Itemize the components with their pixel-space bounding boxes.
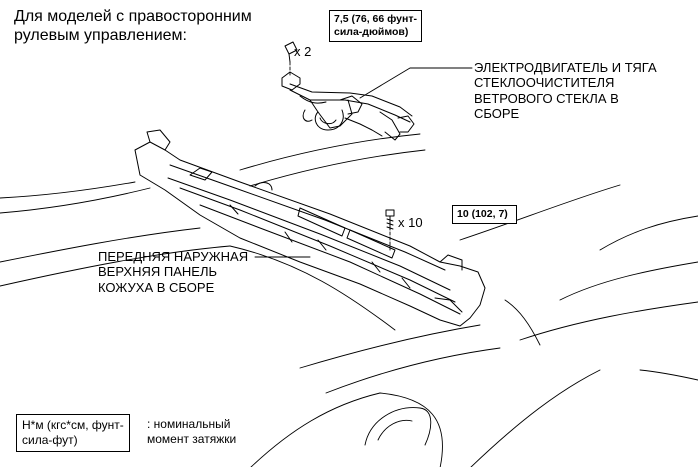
wiper-linkage-drawing (281, 71, 415, 141)
cowl-bolt-quantity: x 10 (398, 215, 423, 230)
wiper-motor-linkage-label: ЭЛЕКТРОДВИГАТЕЛЬ И ТЯГА СТЕКЛООЧИСТИТЕЛЯ… (474, 60, 657, 121)
cowl-torque-spec: 10 (102, 7) (452, 205, 517, 225)
cowl-panel-label: ПЕРЕДНЯЯ НАРУЖНАЯ ВЕРХНЯЯ ПАНЕЛЬ КОЖУХА … (98, 249, 249, 295)
wiper-torque-spec: 7,5 (76, 66 фунт- сила-дюймов) (329, 10, 422, 43)
torque-legend-description: : номинальный момент затяжки (147, 417, 237, 446)
torque-unit-legend: Н*м (кгс*см, фунт- сила-фут) (16, 414, 130, 452)
model-applicability-heading: Для моделей с правосторонним рулевым упр… (14, 8, 252, 44)
vehicle-body-outline (0, 133, 698, 467)
leader-lines (254, 61, 473, 258)
cowl-panel-drawing (134, 129, 486, 327)
wiper-bolt-quantity: x 2 (294, 44, 312, 59)
wiper-bolt-icon (284, 41, 298, 63)
cowl-bolt-icon (385, 209, 395, 231)
